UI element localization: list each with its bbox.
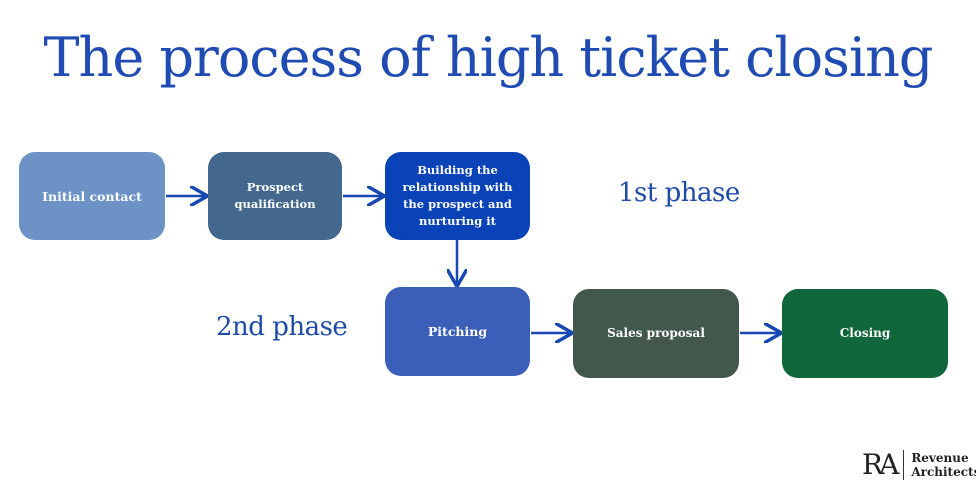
- step-closing: Closing: [782, 289, 948, 378]
- step-pitching-label: Pitching: [427, 324, 488, 339]
- phase-1-label: 1st phase: [618, 178, 740, 208]
- step-building-relationship-label: Building the relationship with the prosp…: [402, 163, 513, 228]
- logo-line-2: Architects: [911, 465, 976, 479]
- brand-logo: RA Revenue Architects: [862, 448, 976, 482]
- logo-line-1: Revenue: [911, 451, 969, 465]
- step-closing-label: Closing: [839, 326, 891, 340]
- logo-monogram: RA: [862, 450, 905, 480]
- phase-2-label: 2nd phase: [216, 312, 348, 342]
- step-pitching: Pitching: [385, 287, 530, 376]
- step-building-relationship: Building the relationship with the prosp…: [385, 152, 530, 240]
- step-initial-contact: Initial contact: [19, 152, 165, 240]
- page-title: The process of high ticket closing: [43, 26, 934, 89]
- step-sales-proposal: Sales proposal: [573, 289, 739, 378]
- step-prospect-qualification: Prospect qualification: [208, 152, 342, 240]
- logo-wordmark: Revenue Architects: [904, 451, 976, 479]
- step-sales-proposal-label: Sales proposal: [607, 326, 705, 340]
- step-initial-contact-label: Initial contact: [42, 188, 142, 204]
- step-prospect-qualification-label: Prospect qualification: [234, 180, 316, 211]
